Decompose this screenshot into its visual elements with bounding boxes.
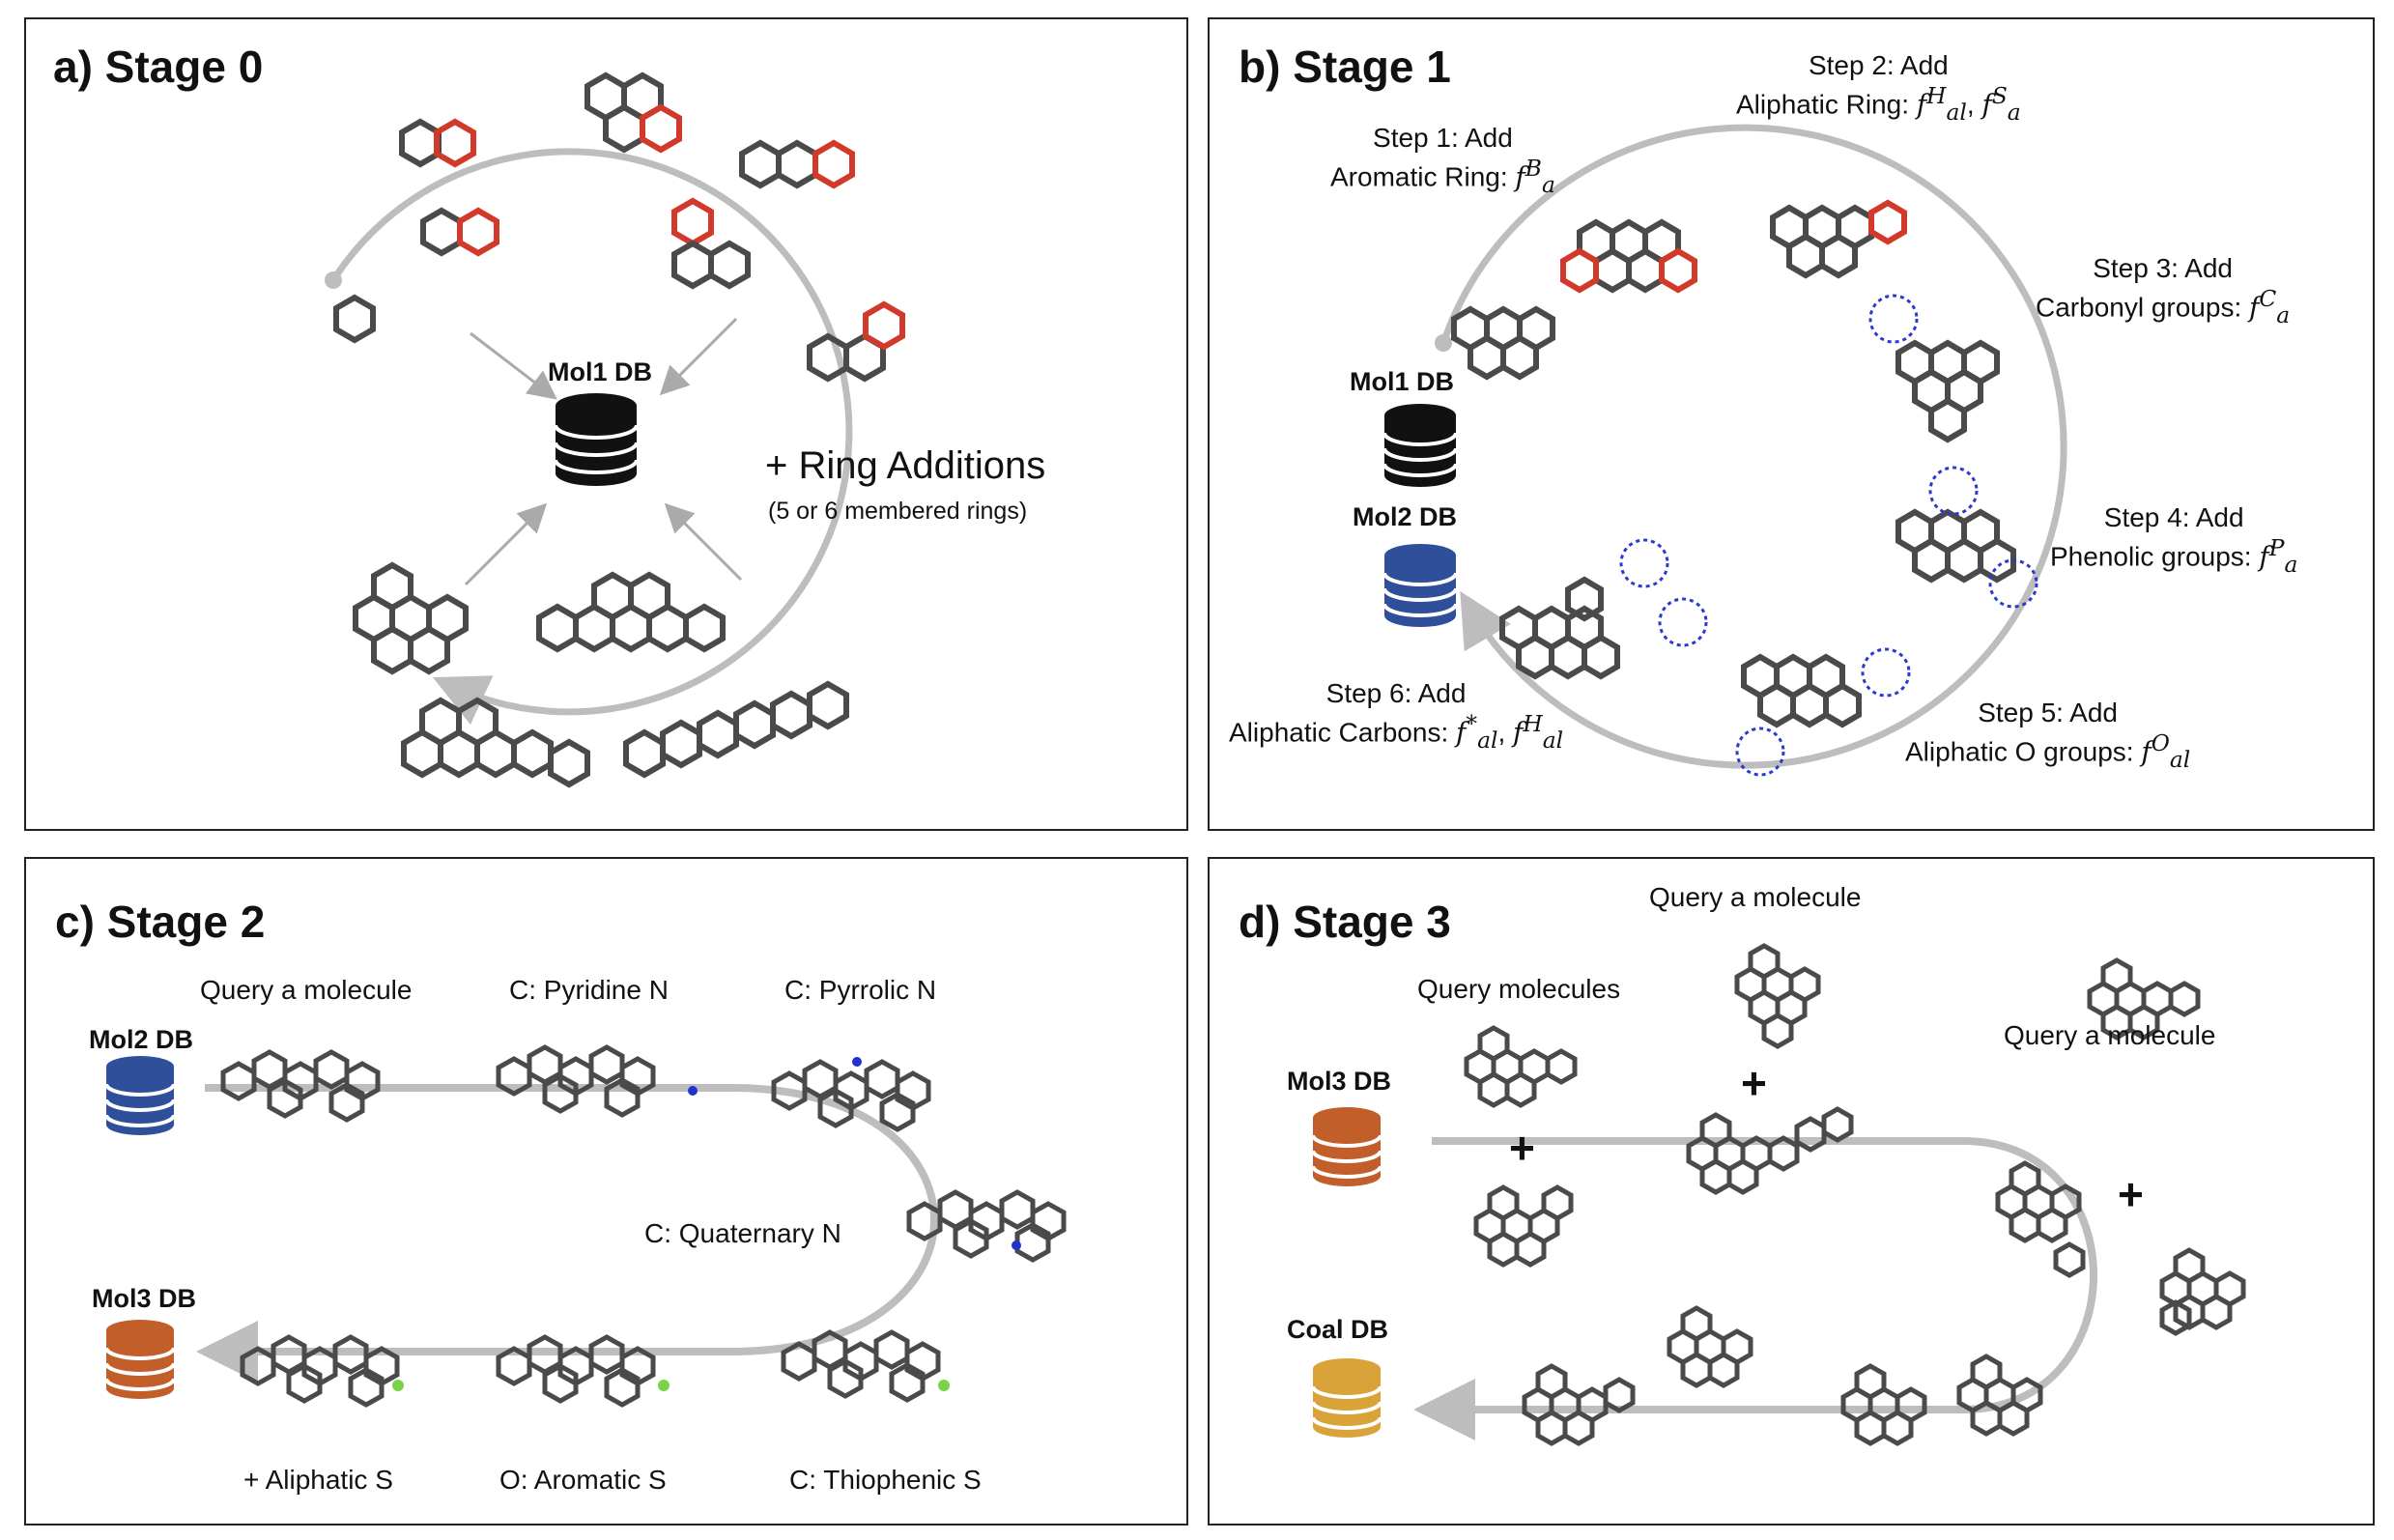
molecule-step2: [1773, 203, 1904, 275]
molecule-anthracene-red: [742, 143, 852, 185]
molecule-combined-middle: [1689, 1109, 1851, 1192]
label-aliphatic-s: + Aliphatic S: [243, 1465, 393, 1495]
molecule-coronene-left: [356, 565, 466, 671]
panel-stage-3: d) Stage 3 Mol3 DB Coal DB Query a molec…: [1208, 857, 2375, 1526]
stage-1-diagram: [1382, 124, 2067, 777]
stage-3-diagram: [1311, 859, 2375, 1526]
stage-1-cycle-arrow: [1439, 124, 2067, 769]
panel-stage-1: b) Stage 1 Mol1 DB Mol2 DB Step 1: Add A…: [1208, 17, 2375, 831]
plus-sign-right: +: [2118, 1169, 2144, 1219]
molecule-benzene: [336, 298, 373, 340]
molecule-query-left-bottom: [1476, 1187, 1571, 1265]
database-icon-mol3: [1311, 1107, 1382, 1186]
molecule-large-middle: [539, 575, 723, 649]
db-out-label: Mol3 DB: [92, 1284, 196, 1313]
db2-label: Mol2 DB: [1353, 502, 1457, 531]
step3-label: Step 3: Add Carbonyl groups: fCa: [2036, 253, 2291, 328]
panel-stage-0: a) Stage 0 Mol1 DB + Ring Additions (5 o…: [24, 17, 1188, 831]
panel-title: d) Stage 3: [1239, 897, 1451, 947]
ring-additions-label: + Ring Additions: [765, 444, 1046, 487]
database-icon-mol2: [104, 1056, 176, 1135]
step1-label: Step 1: Add Aromatic Ring: fBa: [1330, 123, 1555, 198]
label-aromatic-s: O: Aromatic S: [499, 1465, 667, 1495]
molecule-step6: [1502, 580, 1617, 676]
molecule-pyrene-red: [674, 201, 748, 286]
label-query-top: Query a molecule: [1649, 882, 1862, 912]
step2-label: Step 2: Add Aliphatic Ring: fHal, fSa: [1736, 50, 2021, 126]
panel-stage-2: c) Stage 2 Mol2 DB Mol3 DB Query a molec…: [24, 857, 1188, 1526]
stage-2-diagram: [104, 859, 1188, 1526]
label-query-right: Query a molecule: [2004, 1020, 2216, 1050]
panel-title: b) Stage 1: [1239, 42, 1451, 92]
database-icon-mol3: [104, 1320, 176, 1399]
label-query: Query a molecule: [200, 975, 413, 1005]
step6-label: Step 6: Add Aliphatic Carbons: f*al, fHa…: [1229, 678, 1564, 754]
database-icon-mol1: [554, 393, 639, 486]
molecule-aromatic-s: [499, 1337, 653, 1405]
ring-additions-note: (5 or 6 membered rings): [768, 498, 1028, 525]
plus-sign-top: +: [1741, 1058, 1767, 1108]
molecule-naphthalene-red: [423, 211, 497, 253]
molecule-query-top: [1737, 946, 1818, 1046]
molecule-step5: [1744, 657, 1859, 725]
db-label: Mol1 DB: [548, 357, 652, 386]
db-in-label: Mol2 DB: [89, 1025, 193, 1054]
db-in-label: Mol3 DB: [1287, 1067, 1391, 1096]
db-out-label: Coal DB: [1287, 1315, 1389, 1344]
stage-0-diagram: [325, 19, 1188, 831]
label-quaternary: C: Quaternary N: [644, 1218, 841, 1248]
panel-title: c) Stage 2: [55, 897, 266, 947]
molecule-phenanthrene-red: [587, 75, 679, 150]
molecule-pyridine: [499, 1047, 653, 1115]
molecule-query-left-top: [1467, 1028, 1575, 1105]
molecule-aliphatic-s: [242, 1337, 397, 1405]
molecule-step3: [1898, 343, 1997, 440]
stage-0-cycle-arrow: [330, 148, 853, 726]
label-thiophenic: C: Thiophenic S: [789, 1465, 982, 1495]
database-icon-mol1: [1382, 404, 1458, 487]
molecule-coal: [1525, 1308, 2040, 1443]
step4-label: Step 4: Add Phenolic groups: fPa: [2050, 502, 2298, 578]
db1-label: Mol1 DB: [1350, 367, 1454, 396]
molecule-indene: [402, 122, 473, 164]
molecule-step0: [1454, 309, 1553, 377]
stage-3-flow-arrow: [1413, 1137, 2097, 1440]
molecule-step1: [1563, 222, 1695, 290]
panel-title: a) Stage 0: [53, 42, 264, 92]
database-icon-mol2: [1382, 544, 1458, 627]
label-pyridine: C: Pyridine N: [509, 975, 669, 1005]
database-icon-coal: [1311, 1358, 1382, 1438]
plus-sign-left: +: [1509, 1123, 1535, 1173]
step5-label: Step 5: Add Aliphatic O groups: fOal: [1905, 698, 2191, 773]
label-query-molecules: Query molecules: [1417, 974, 1621, 1004]
label-pyrrolic: C: Pyrrolic N: [784, 975, 937, 1005]
